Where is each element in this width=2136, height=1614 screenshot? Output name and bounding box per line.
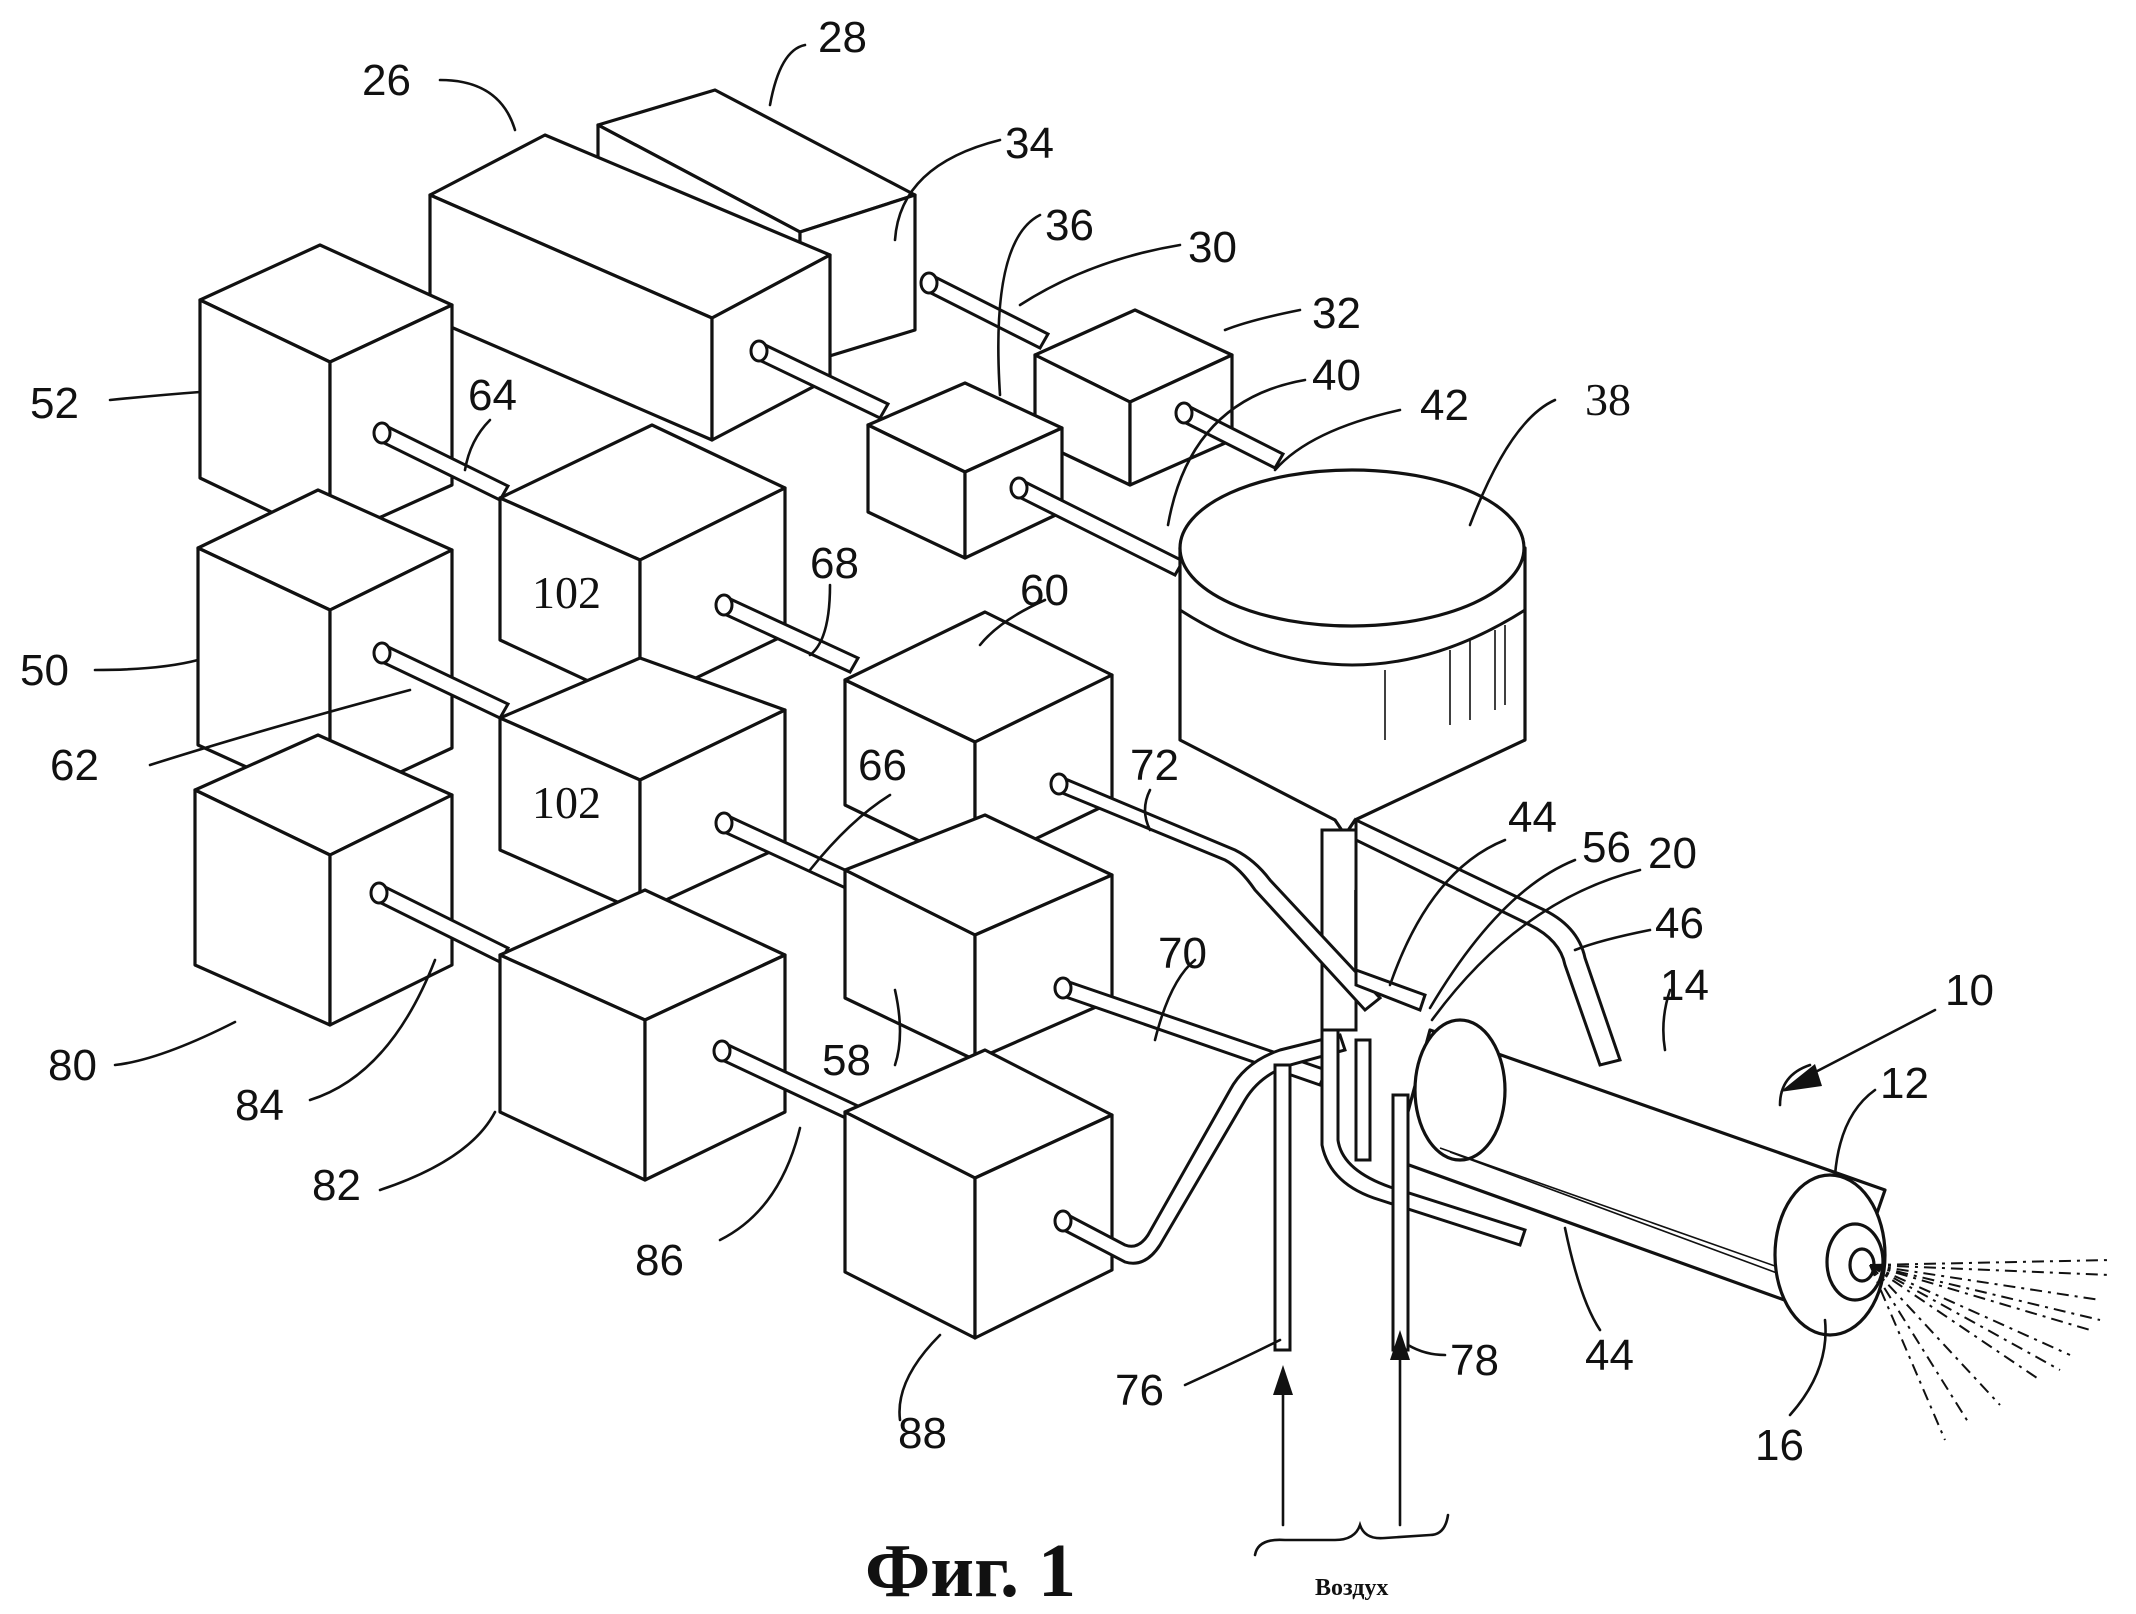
label-40: 40 (1312, 351, 1361, 400)
label-36: 36 (1045, 201, 1094, 250)
block-36 (868, 383, 1062, 558)
label-86: 86 (635, 1236, 684, 1285)
label-76: 76 (1115, 1366, 1164, 1415)
block-82 (500, 890, 785, 1180)
label-50: 50 (20, 646, 69, 695)
air-arrow-right (1390, 1330, 1410, 1525)
pipe-46 (1356, 820, 1620, 1065)
air-label: Воздух (1315, 1575, 1388, 1601)
air-inlet-78 (1393, 1095, 1408, 1350)
block-88 (845, 1050, 1112, 1338)
figure-caption: Фиг. 1 (865, 1529, 1076, 1613)
label-16: 16 (1755, 1421, 1804, 1470)
label-44-lower: 44 (1585, 1331, 1634, 1380)
label-14: 14 (1660, 961, 1709, 1010)
label-10: 10 (1945, 966, 1994, 1015)
air-inlet-76 (1275, 1065, 1290, 1350)
air-arrow-left (1273, 1365, 1293, 1525)
label-68: 68 (810, 539, 859, 588)
label-52: 52 (30, 379, 79, 428)
block-58 (845, 815, 1112, 1060)
spray (1870, 1260, 2110, 1440)
label-32: 32 (1312, 289, 1361, 338)
label-58: 58 (822, 1036, 871, 1085)
label-26: 26 (362, 56, 411, 105)
label-64: 64 (468, 371, 517, 420)
label-38: 38 (1585, 374, 1631, 425)
label-44-upper: 44 (1508, 793, 1557, 842)
nozzle-12 (1775, 1175, 1885, 1335)
label-78: 78 (1450, 1336, 1499, 1385)
label-12: 12 (1880, 1059, 1929, 1108)
label-102-lower: 102 (532, 777, 601, 828)
label-82: 82 (312, 1161, 361, 1210)
label-66: 66 (858, 741, 907, 790)
label-42: 42 (1420, 381, 1469, 430)
label-30: 30 (1188, 223, 1237, 272)
label-34: 34 (1005, 119, 1054, 168)
label-84: 84 (235, 1081, 284, 1130)
label-56: 56 (1582, 823, 1631, 872)
label-70: 70 (1158, 929, 1207, 978)
block-80 (195, 735, 452, 1025)
label-28: 28 (818, 13, 867, 62)
label-62: 62 (50, 741, 99, 790)
label-80: 80 (48, 1041, 97, 1090)
pipe-30 (921, 273, 1048, 348)
label-72: 72 (1130, 741, 1179, 790)
label-60: 60 (1020, 566, 1069, 615)
label-46: 46 (1655, 899, 1704, 948)
label-20: 20 (1648, 829, 1697, 878)
pipe-40 (1011, 478, 1183, 575)
label-102-upper: 102 (532, 567, 601, 618)
label-88: 88 (898, 1409, 947, 1458)
block-32 (1035, 310, 1232, 485)
